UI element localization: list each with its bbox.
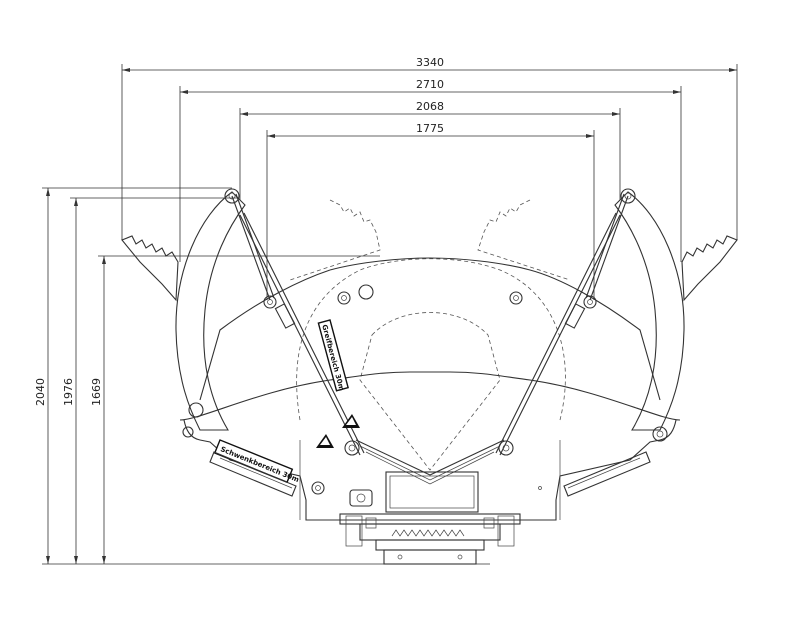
dim-1669: 1669 (90, 255, 380, 564)
dim-2040-label: 2040 (34, 378, 47, 406)
guard-plates (209, 451, 651, 497)
center-body (179, 257, 681, 521)
dim-2710: 2710 (179, 78, 682, 262)
dim-1976-label: 1976 (62, 378, 75, 406)
control-box (349, 471, 479, 513)
dim-3340: 3340 (121, 56, 738, 240)
rotator-base (339, 513, 521, 565)
dim-1669-label: 1669 (90, 378, 103, 406)
cylinder-left (231, 193, 365, 456)
dim-1775: 1775 (266, 122, 595, 300)
dim-3340-label: 3340 (416, 56, 444, 69)
dim-2068: 2068 (239, 100, 621, 200)
dim-1775-label: 1775 (416, 122, 444, 135)
right-jaw-open (614, 191, 738, 431)
dim-2040: 2040 (34, 187, 490, 565)
ghost-jaws (289, 199, 571, 471)
left-jaw-open (121, 191, 246, 431)
dim-1976: 1976 (62, 197, 238, 564)
dim-2068-label: 2068 (416, 100, 444, 113)
cylinder-right (495, 193, 629, 456)
left-plate-text: Schwenkbereich 30m (219, 445, 300, 484)
pivot-pins (182, 188, 668, 495)
dim-2710-label: 2710 (416, 78, 444, 91)
left-label-plate: Schwenkbereich 30m (213, 439, 300, 484)
warning-signs (316, 414, 360, 448)
